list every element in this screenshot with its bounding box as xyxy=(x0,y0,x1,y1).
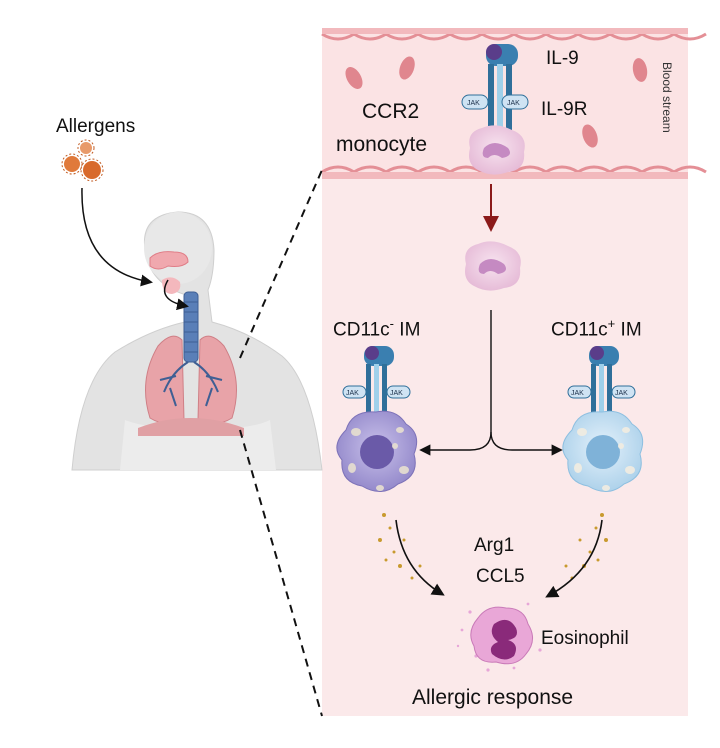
im-text: IM xyxy=(620,319,642,341)
jak-label: JAK xyxy=(615,390,628,397)
allergens-label: Allergens xyxy=(56,116,136,137)
arrow-right-to-eosinophil xyxy=(545,519,603,598)
jak-label: JAK xyxy=(467,100,480,107)
arg1-label: Arg1 xyxy=(474,535,515,556)
cd11c-text: CD11c xyxy=(333,319,390,341)
ccl5-label: CCL5 xyxy=(476,566,525,587)
cd11c-plus-macrophage xyxy=(562,410,644,492)
jak-label: JAK xyxy=(346,390,359,397)
cd11c-minus-receptor: JAK JAK xyxy=(342,346,411,414)
im-text: IM xyxy=(399,319,421,341)
il9-ligand xyxy=(486,44,502,60)
jak-label: JAK xyxy=(390,390,403,397)
red-blood-cells xyxy=(345,56,648,148)
plus-superscript: + xyxy=(607,316,616,331)
cd11c-plus-receptor: JAK JAK xyxy=(567,346,636,414)
jak-label: JAK xyxy=(507,100,520,107)
zoom-line-bottom xyxy=(239,429,323,717)
airway-arrow xyxy=(163,279,189,311)
il9-label: IL-9 xyxy=(546,48,579,69)
ccr2-label: CCR2 xyxy=(362,100,420,123)
cd11c-minus-im-label: CD11c- IM xyxy=(333,316,420,341)
cd11c-plus-im-label: CD11c+ IM xyxy=(551,316,642,341)
minus-superscript: - xyxy=(389,316,395,331)
tissue-monocyte-cell xyxy=(465,241,521,291)
jak-label: JAK xyxy=(571,390,584,397)
eosinophil-cell xyxy=(456,602,542,672)
inhalation-arrow xyxy=(81,187,153,287)
arrow-left-to-eosinophil xyxy=(395,519,445,596)
lungs xyxy=(138,335,244,436)
allergen-particles xyxy=(61,139,104,182)
trachea xyxy=(183,291,199,363)
cd11c-minus-macrophage xyxy=(336,410,418,492)
blood-stream-label: Blood stream xyxy=(660,62,674,133)
monocyte-label: monocyte xyxy=(336,133,428,156)
ccr2-monocyte-cell xyxy=(469,125,525,175)
differentiation-arrows xyxy=(419,310,563,456)
eosinophil-label: Eosinophil xyxy=(541,628,629,649)
il9-receptor: JAK JAK xyxy=(461,44,529,132)
allergic-response-label: Allergic response xyxy=(412,686,574,709)
il9r-label: IL-9R xyxy=(541,99,588,120)
cd11c-text: CD11c xyxy=(551,319,608,341)
zoom-line-top xyxy=(239,169,323,359)
